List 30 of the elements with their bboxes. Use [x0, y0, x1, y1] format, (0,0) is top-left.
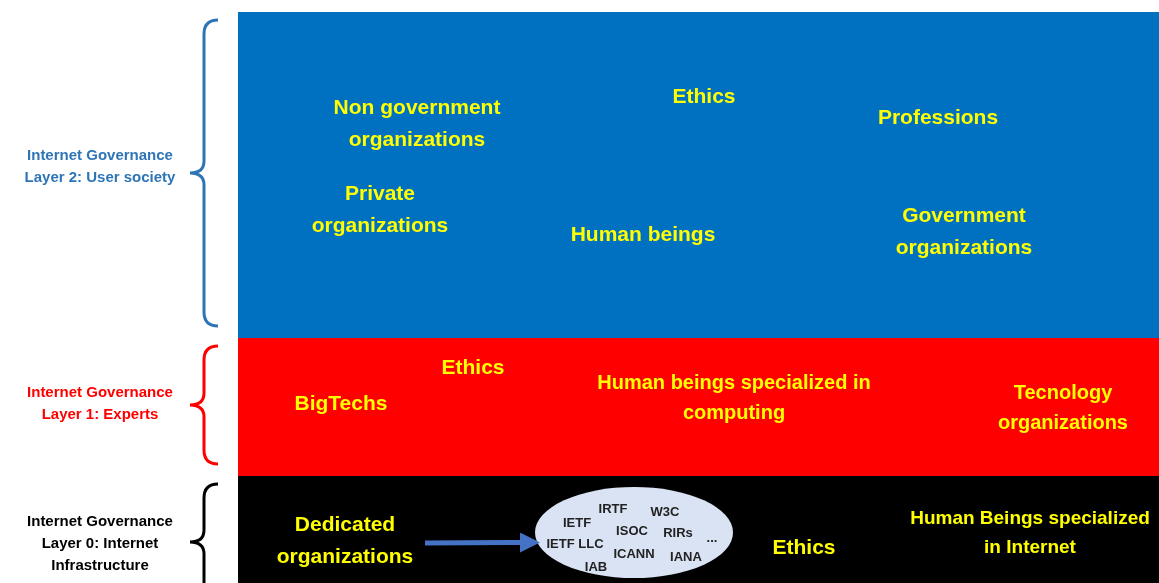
- layer-band: [238, 12, 1159, 338]
- layer-label: Internet Governance Layer 2: User society: [23, 145, 177, 187]
- organization-name: ICANN: [613, 545, 655, 561]
- actor-label: Ethics: [440, 354, 506, 381]
- organization-name: ISOC: [616, 522, 648, 538]
- actor-label: Government organizations: [894, 201, 1034, 260]
- layer-band: [238, 476, 1159, 583]
- layer-band: [238, 338, 1159, 476]
- organization-name: W3C: [650, 503, 680, 519]
- organization-name: IETF: [562, 514, 592, 530]
- organization-name: ...: [706, 529, 718, 545]
- actor-label: Human beings specialized in computing: [596, 370, 872, 425]
- actor-label: Ethics: [671, 83, 737, 110]
- actor-label: BigTechs: [293, 390, 389, 417]
- organization-name: IRTF: [598, 500, 628, 516]
- organization-name: IANA: [670, 548, 702, 564]
- actor-label: Professions: [876, 104, 1000, 131]
- arrow: [425, 532, 540, 553]
- actor-label: Human beings: [569, 221, 717, 248]
- actor-label: Human Beings specialized in Internet: [909, 505, 1151, 558]
- organization-label: Dedicated organizations: [265, 508, 425, 571]
- actor-label: Private organizations: [310, 179, 450, 238]
- actor-label: Tecnology organizations: [997, 380, 1129, 435]
- organization-name: IETF LLC: [546, 535, 604, 551]
- layer-label: Internet Governance Layer 0: Internet Infrastructure: [26, 511, 174, 575]
- organization-name: IAB: [584, 558, 608, 574]
- actor-label: Ethics: [771, 534, 837, 561]
- actor-label: Non government organizations: [332, 93, 502, 152]
- layer-label: Internet Governance Layer 1: Experts: [26, 382, 174, 424]
- organization-name: RIRs: [663, 524, 693, 540]
